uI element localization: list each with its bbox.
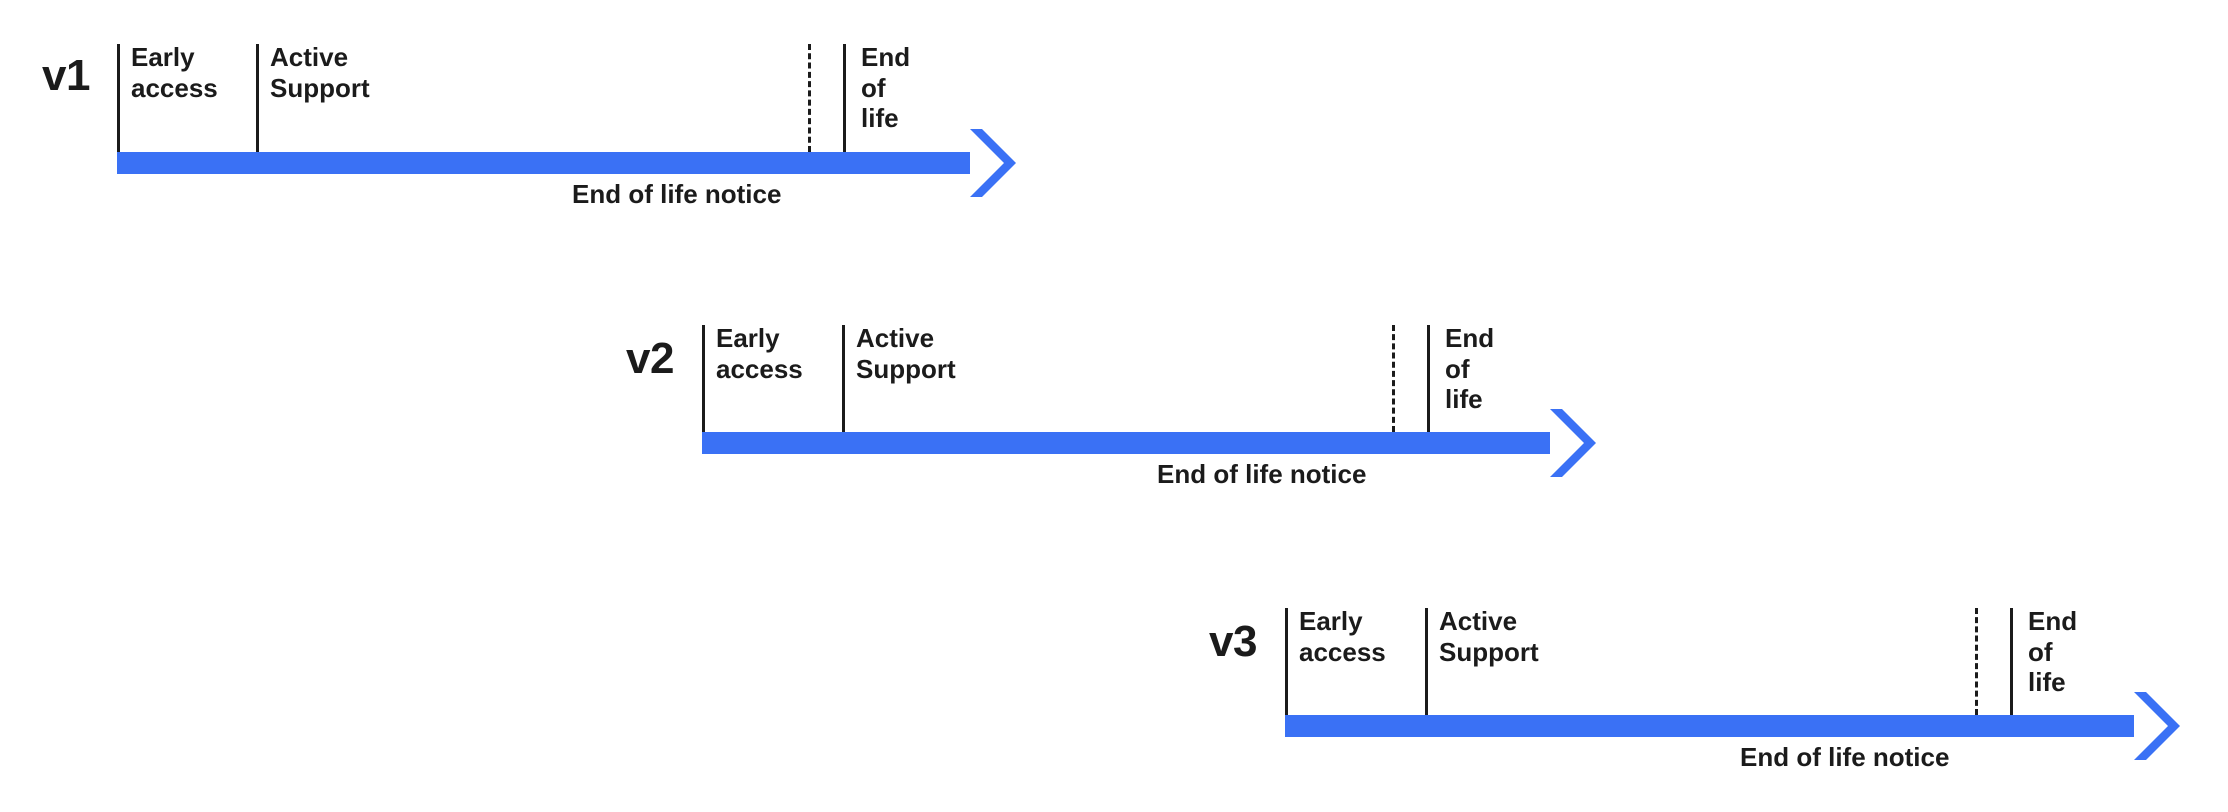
- timeline-bar-v3: [1285, 692, 2184, 760]
- divider-solid-v1-0: [117, 44, 120, 152]
- arrow-right-icon: [2128, 690, 2182, 762]
- end-of-life-notice-label-v3: End of life notice: [1740, 742, 1950, 772]
- timeline-bar-shaft: [702, 432, 1550, 454]
- phase-label-v2-0: Early access: [716, 323, 803, 384]
- divider-solid-v1-1: [256, 44, 259, 152]
- phase-label-v3-2: End of life: [2028, 606, 2078, 698]
- phase-label-v2-2: End of life: [1445, 323, 1495, 415]
- phase-label-v1-2: End of life: [861, 42, 911, 134]
- divider-solid-v3-1: [1425, 608, 1428, 715]
- phase-label-v2-1: Active Support: [856, 323, 956, 384]
- end-of-life-notice-label-v2: End of life notice: [1157, 459, 1367, 489]
- phase-label-v3-1: Active Support: [1439, 606, 1539, 667]
- arrow-right-icon: [1544, 407, 1598, 479]
- divider-solid-v2-1: [842, 325, 845, 432]
- divider-dashed-v2-2: [1392, 325, 1395, 432]
- divider-dashed-v3-2: [1975, 608, 1978, 715]
- timeline-bar-v2: [702, 409, 1600, 477]
- phase-label-v1-0: Early access: [131, 42, 218, 103]
- version-label-v2: v2: [626, 334, 674, 383]
- timeline-bar-shaft: [117, 152, 970, 174]
- version-label-v3: v3: [1209, 617, 1257, 666]
- timeline-bar-shaft: [1285, 715, 2134, 737]
- phase-label-v1-1: Active Support: [270, 42, 370, 103]
- phase-label-v3-0: Early access: [1299, 606, 1386, 667]
- version-label-v1: v1: [42, 51, 90, 100]
- divider-solid-v2-3: [1427, 325, 1430, 432]
- divider-dashed-v1-2: [808, 44, 811, 152]
- arrow-right-icon: [964, 127, 1018, 199]
- divider-solid-v2-0: [702, 325, 705, 432]
- divider-solid-v3-3: [2010, 608, 2013, 715]
- divider-solid-v3-0: [1285, 608, 1288, 715]
- timeline-bar-v1: [117, 129, 1020, 197]
- divider-solid-v1-3: [843, 44, 846, 152]
- end-of-life-notice-label-v1: End of life notice: [572, 179, 782, 209]
